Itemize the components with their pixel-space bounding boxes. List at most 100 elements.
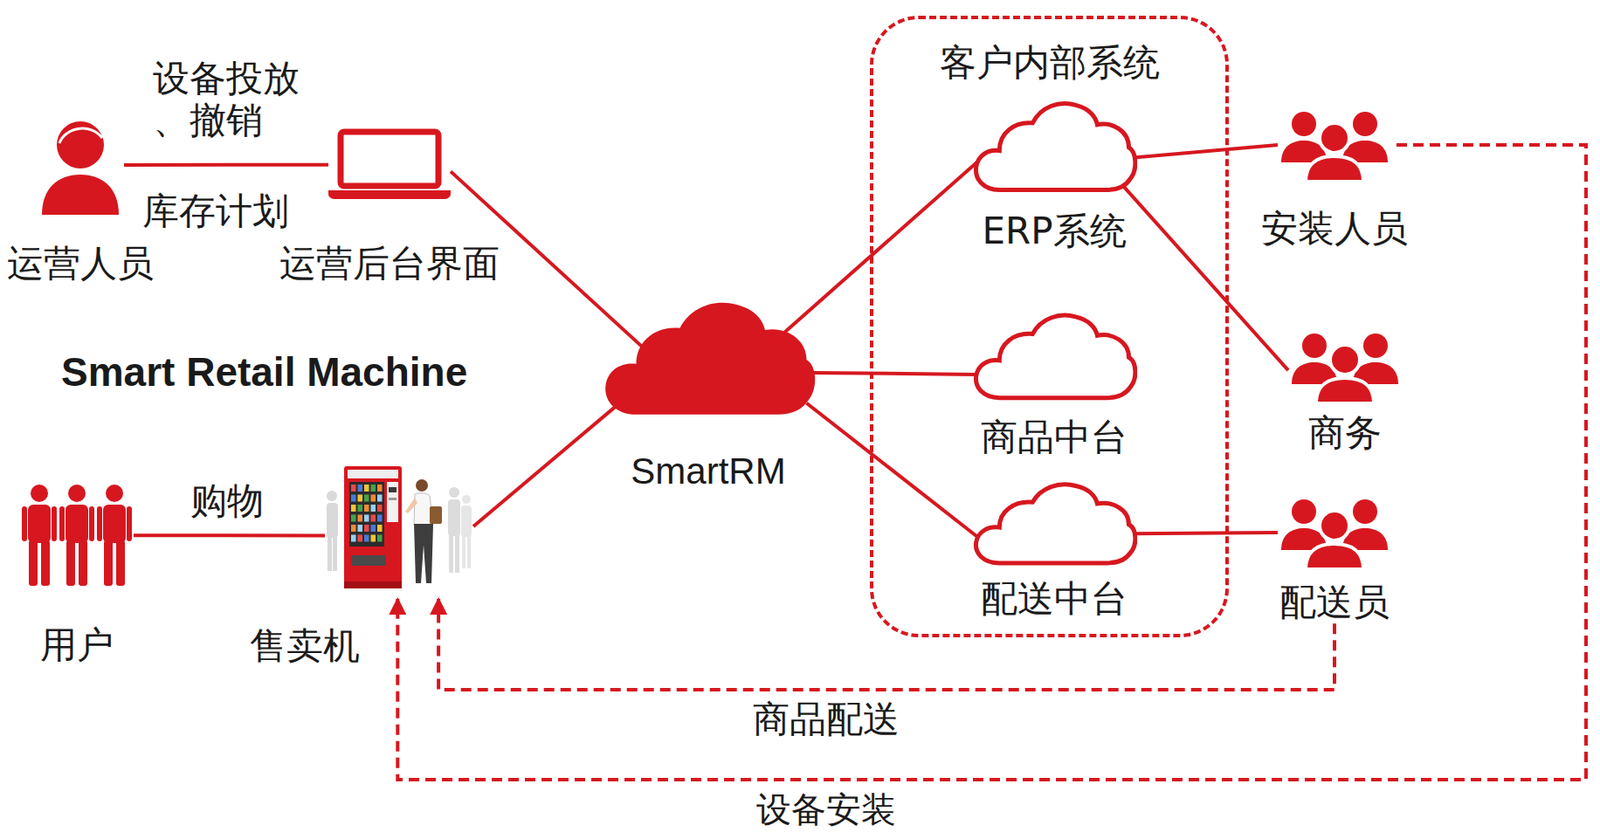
icon-part xyxy=(975,315,1135,398)
icon-part xyxy=(386,482,399,523)
icon-part xyxy=(448,534,454,573)
icon-part xyxy=(377,515,383,523)
icon-part xyxy=(351,515,357,523)
icon-part xyxy=(377,484,383,492)
icon-part xyxy=(371,484,377,492)
icon-part xyxy=(462,495,471,504)
icon-part xyxy=(1288,330,1402,404)
icon-part xyxy=(371,495,377,503)
icon-part xyxy=(328,127,451,201)
node-label: 商务 xyxy=(1308,412,1382,455)
icon-part xyxy=(388,487,397,493)
diagram-title: Smart Retail Machine xyxy=(61,349,468,396)
icon-part xyxy=(65,504,89,544)
icon-part xyxy=(429,506,442,525)
icon-part xyxy=(377,495,383,503)
icon-part xyxy=(364,484,370,492)
group-icon: 安装人员 xyxy=(1261,108,1408,250)
connector-line xyxy=(1133,144,1278,158)
icon-part xyxy=(41,174,119,215)
edge-label: 商品配送 xyxy=(751,698,902,741)
person-icon-shape xyxy=(36,117,125,215)
icon-part xyxy=(351,484,357,492)
system-boundary: 客户内部系统ERP系统商品中台配送中台 xyxy=(869,15,1229,638)
icon-part xyxy=(344,581,402,589)
cloud-node: ERP系统 xyxy=(971,96,1138,253)
icon-part xyxy=(103,540,113,587)
icon-part xyxy=(332,536,338,572)
icon-part xyxy=(326,503,338,538)
icon-part xyxy=(116,540,125,587)
node-label: 安装人员 xyxy=(1261,207,1408,250)
icon-part xyxy=(27,504,51,544)
icon-part xyxy=(371,524,377,532)
icon-part xyxy=(413,524,434,584)
crowd-icon: 用户 xyxy=(20,482,134,667)
icon-part xyxy=(28,540,38,587)
icon-part xyxy=(358,515,364,523)
icon-part xyxy=(1302,333,1327,359)
edge-label: 设备安装 xyxy=(754,789,898,830)
cloud-node-shape xyxy=(971,96,1138,195)
dashed-arrow xyxy=(438,599,1335,690)
connector-line xyxy=(1133,532,1278,534)
icon-part xyxy=(41,540,50,587)
icon-part xyxy=(1291,111,1317,137)
icon-part xyxy=(1352,111,1378,137)
icon-part xyxy=(344,466,402,589)
icon-part xyxy=(971,309,1138,403)
icon-part xyxy=(358,535,364,543)
person-icon: 运营人员 xyxy=(6,117,154,285)
node-label: 配送中台 xyxy=(980,578,1128,621)
connector-line xyxy=(133,533,325,538)
icon-part xyxy=(975,484,1135,564)
icon-part xyxy=(975,103,1135,191)
icon-part xyxy=(351,524,357,532)
connector-line xyxy=(473,406,617,527)
edge-label: 购物 xyxy=(188,480,266,523)
icon-part xyxy=(21,506,28,542)
icon-part xyxy=(349,482,385,547)
edge-note: 库存计划 xyxy=(142,190,290,233)
crowd-icon-shape xyxy=(20,482,134,587)
icon-part xyxy=(340,131,439,187)
icon-part xyxy=(371,515,377,523)
icon-part xyxy=(971,478,1138,568)
node-label: 配送员 xyxy=(1279,581,1390,624)
icon-part xyxy=(1330,344,1360,375)
icon-part xyxy=(358,524,364,532)
edge-label: 设备投放 、撤销 xyxy=(151,57,311,143)
icon-part xyxy=(1363,333,1388,359)
cloud-node: 配送中台 xyxy=(971,478,1138,621)
icon-part xyxy=(462,535,466,569)
icon-part xyxy=(59,506,65,542)
icon-part xyxy=(30,484,49,503)
icon-part xyxy=(405,497,418,514)
node-label: 用户 xyxy=(40,624,114,667)
icon-part xyxy=(371,535,377,543)
icon-part xyxy=(328,190,451,200)
laptop-icon: 运营后台界面 xyxy=(279,127,500,285)
icon-part xyxy=(96,506,103,542)
icon-part xyxy=(358,484,364,492)
icon-part xyxy=(415,479,428,492)
icon-part xyxy=(448,499,461,537)
icon-part xyxy=(467,535,471,569)
icon-part xyxy=(1277,108,1392,182)
icon-part xyxy=(351,555,387,566)
dashed-arrow xyxy=(397,144,1587,780)
icon-part xyxy=(324,461,474,593)
vending-machine-shape xyxy=(324,461,474,593)
icon-part xyxy=(51,506,57,542)
icon-part xyxy=(1319,123,1350,153)
node-label: 运营人员 xyxy=(6,242,154,285)
connector-line xyxy=(813,372,977,375)
node-label: 商品中台 xyxy=(980,416,1128,459)
cloud-node-shape xyxy=(599,294,818,421)
icon-part xyxy=(461,505,472,538)
group-icon-shape xyxy=(1288,330,1402,404)
icon-part xyxy=(1277,496,1392,570)
icon-part xyxy=(351,535,357,543)
cloud-node-shape xyxy=(971,478,1138,568)
